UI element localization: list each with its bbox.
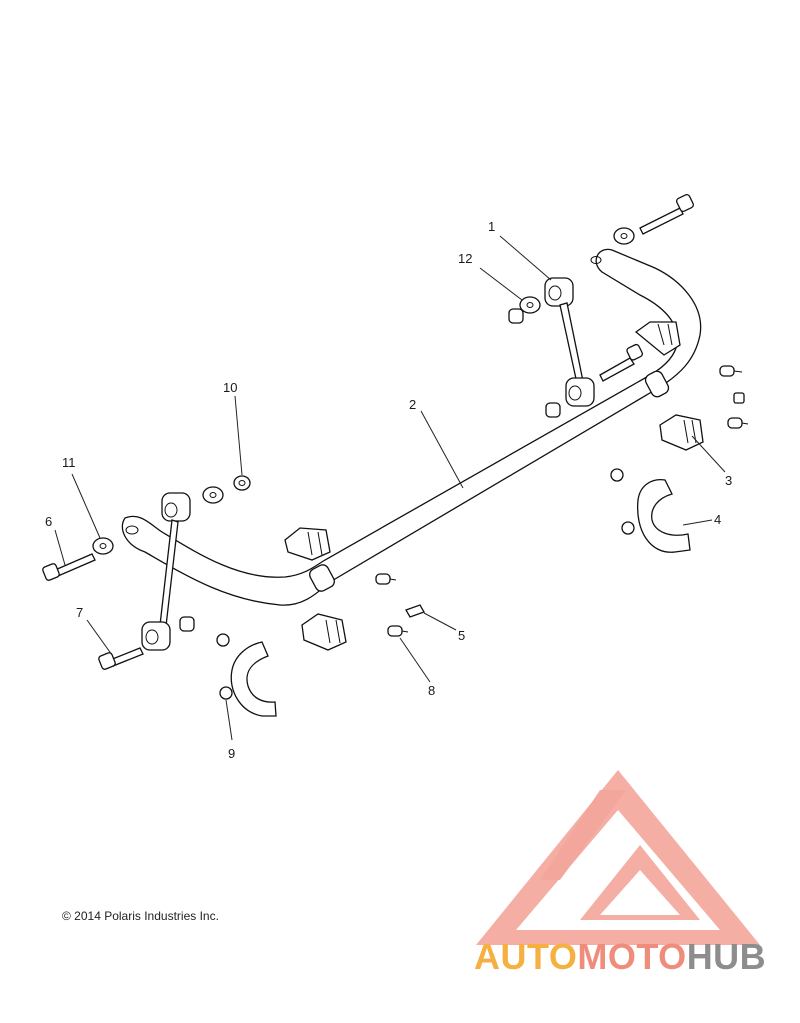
bolt-right-mid <box>599 343 643 382</box>
washer-10 <box>202 475 251 504</box>
callout-11: 11 <box>62 455 76 470</box>
left-bushing-lower <box>301 613 347 651</box>
callout-5: 5 <box>458 628 465 643</box>
brand-auto: AUTO <box>474 936 578 977</box>
nut-left-link <box>179 616 195 632</box>
right-link <box>544 277 595 407</box>
small-fasteners <box>216 365 749 700</box>
callout-4: 4 <box>714 512 721 527</box>
right-bushing-lower <box>659 414 704 451</box>
brand-moto: MOTO <box>577 936 687 977</box>
callout-6: 6 <box>45 514 52 529</box>
bolt-top-right <box>613 194 694 245</box>
brand-wordmark: AUTOMOTOHUB <box>474 936 766 978</box>
callout-labels: 1 2 3 4 5 6 7 8 9 10 11 12 <box>45 219 732 761</box>
callout-12: 12 <box>458 251 472 266</box>
leader-lines <box>54 235 726 741</box>
callout-3: 3 <box>725 473 732 488</box>
stabilizer-bar <box>121 248 702 606</box>
callout-8: 8 <box>428 683 435 698</box>
right-clamp <box>636 479 691 553</box>
callout-1: 1 <box>488 219 495 234</box>
callout-10: 10 <box>223 380 237 395</box>
automotohub-logo <box>476 770 760 945</box>
bolt-7 <box>98 647 144 670</box>
copyright-text: © 2014 Polaris Industries Inc. <box>62 909 219 923</box>
nut-right-link <box>545 402 561 418</box>
washer-12 <box>508 296 541 324</box>
right-bushing-upper <box>634 321 681 356</box>
brand-hub: HUB <box>686 936 767 977</box>
callout-9: 9 <box>228 746 235 761</box>
callout-2: 2 <box>409 397 416 412</box>
bolt-6 <box>42 537 114 581</box>
left-link <box>141 492 191 651</box>
left-bushing-upper <box>284 527 331 561</box>
left-clamp <box>230 641 277 717</box>
callout-7: 7 <box>76 605 83 620</box>
